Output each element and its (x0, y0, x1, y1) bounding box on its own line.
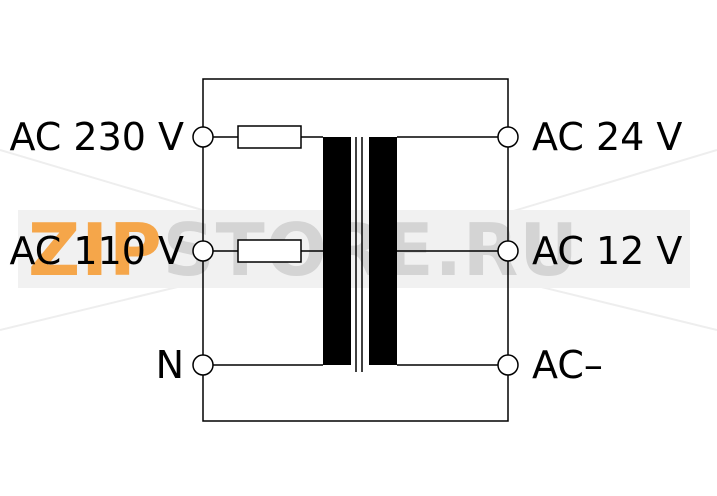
terminal-ac-110v (192, 240, 214, 262)
label-ac-12v: AC 12 V (532, 229, 682, 273)
watermark-prefix: ZIP (28, 208, 163, 292)
primary-winding (323, 137, 351, 365)
fuse-110v (237, 239, 302, 263)
terminal-n (192, 354, 214, 376)
fuse-230v (237, 125, 302, 149)
primary-wiring (213, 136, 323, 366)
label-n: N (156, 343, 184, 387)
label-ac-110v: AC 110 V (9, 229, 184, 273)
secondary-wiring (397, 136, 498, 366)
terminal-labels: AC 230 V AC 110 V N AC 24 V AC 12 V AC– (9, 115, 682, 387)
label-ac-230v: AC 230 V (9, 115, 184, 159)
secondary-winding (369, 137, 397, 365)
terminal-ac-24v (497, 126, 519, 148)
label-ac-minus: AC– (532, 343, 603, 387)
label-ac-24v: AC 24 V (532, 115, 682, 159)
terminal-ac-12v (497, 240, 519, 262)
watermark-banner (18, 210, 690, 288)
terminal-ac-230v (192, 126, 214, 148)
terminal-ac-minus (497, 354, 519, 376)
terminals (192, 126, 519, 376)
